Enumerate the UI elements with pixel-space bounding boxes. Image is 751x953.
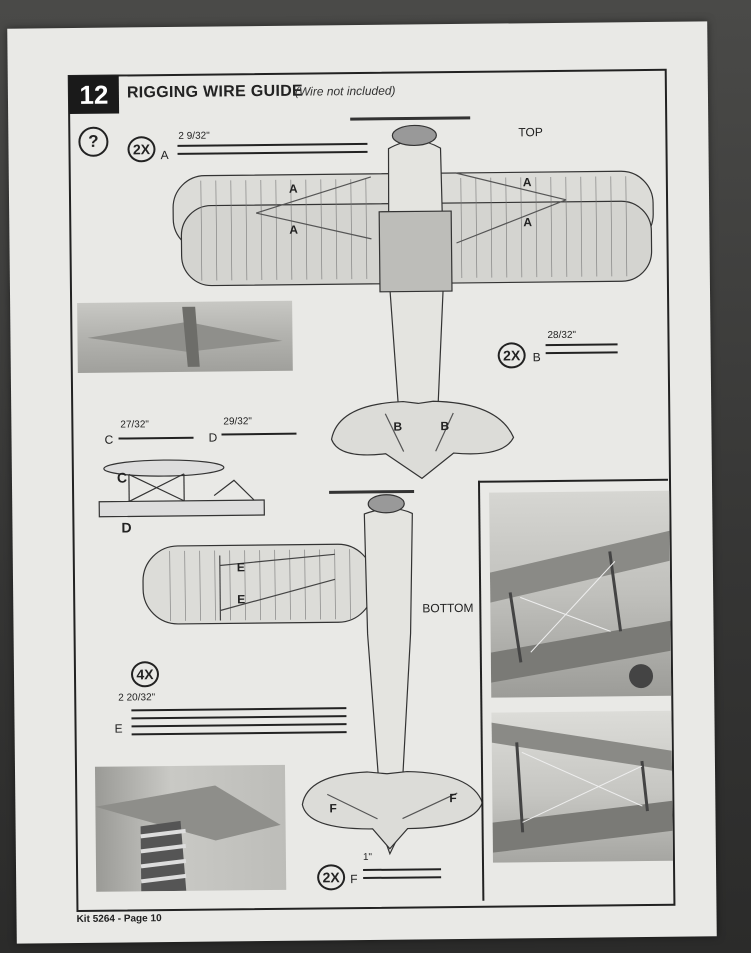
photo-tail-rigged xyxy=(94,764,287,892)
wire-b-letter: B xyxy=(532,350,541,365)
qty-badge-b: 2X xyxy=(497,342,526,369)
diagram-label-e-1: E xyxy=(236,560,245,575)
diagram-label-c: C xyxy=(116,469,128,486)
diagram-label-b-2: B xyxy=(440,419,450,434)
diagram-label-a-3: A xyxy=(522,175,532,190)
side-lower-wing xyxy=(98,499,265,518)
photo-interplane-rigging xyxy=(491,710,673,863)
qty-badge-e: 4X xyxy=(130,661,160,688)
wire-d-letter: D xyxy=(208,430,218,445)
top-tail xyxy=(330,400,515,480)
wire-c-length: 27/32" xyxy=(120,419,150,431)
wire-e-length: 2 20/32" xyxy=(118,692,156,704)
photo-wing-struts xyxy=(489,490,672,698)
bottom-wing xyxy=(142,543,374,625)
qty-badge-f: 2X xyxy=(316,864,346,891)
diagram-label-a-1: A xyxy=(288,181,298,196)
diagram-label-d: D xyxy=(121,519,132,536)
photo-tail-top xyxy=(77,300,293,373)
diagram-label-e-2: E xyxy=(237,592,246,607)
instruction-sheet: 12 RIGGING WIRE GUIDE (Wire not included… xyxy=(7,21,717,944)
wire-e-letter: E xyxy=(114,721,123,736)
diagram-label-a-4: A xyxy=(523,215,533,230)
wire-b-length: 28/32" xyxy=(547,329,577,342)
diagram-label-b-1: B xyxy=(393,419,403,434)
cockpit-area xyxy=(378,210,453,293)
wire-f-length: 1" xyxy=(362,851,373,864)
rigging-diagram xyxy=(98,116,654,856)
diagram-label-f-2: F xyxy=(449,791,457,806)
side-upper-wing xyxy=(103,459,225,477)
diagram-label-f-1: F xyxy=(329,801,337,816)
wire-d-length: 29/32" xyxy=(223,416,252,428)
page-footer: Kit 5264 - Page 10 xyxy=(76,913,162,926)
step-frame: 12 RIGGING WIRE GUIDE (Wire not included… xyxy=(67,68,676,913)
wire-f-letter: F xyxy=(350,872,358,887)
diagram-label-a-2: A xyxy=(289,222,299,237)
wire-c-letter: C xyxy=(104,432,114,447)
